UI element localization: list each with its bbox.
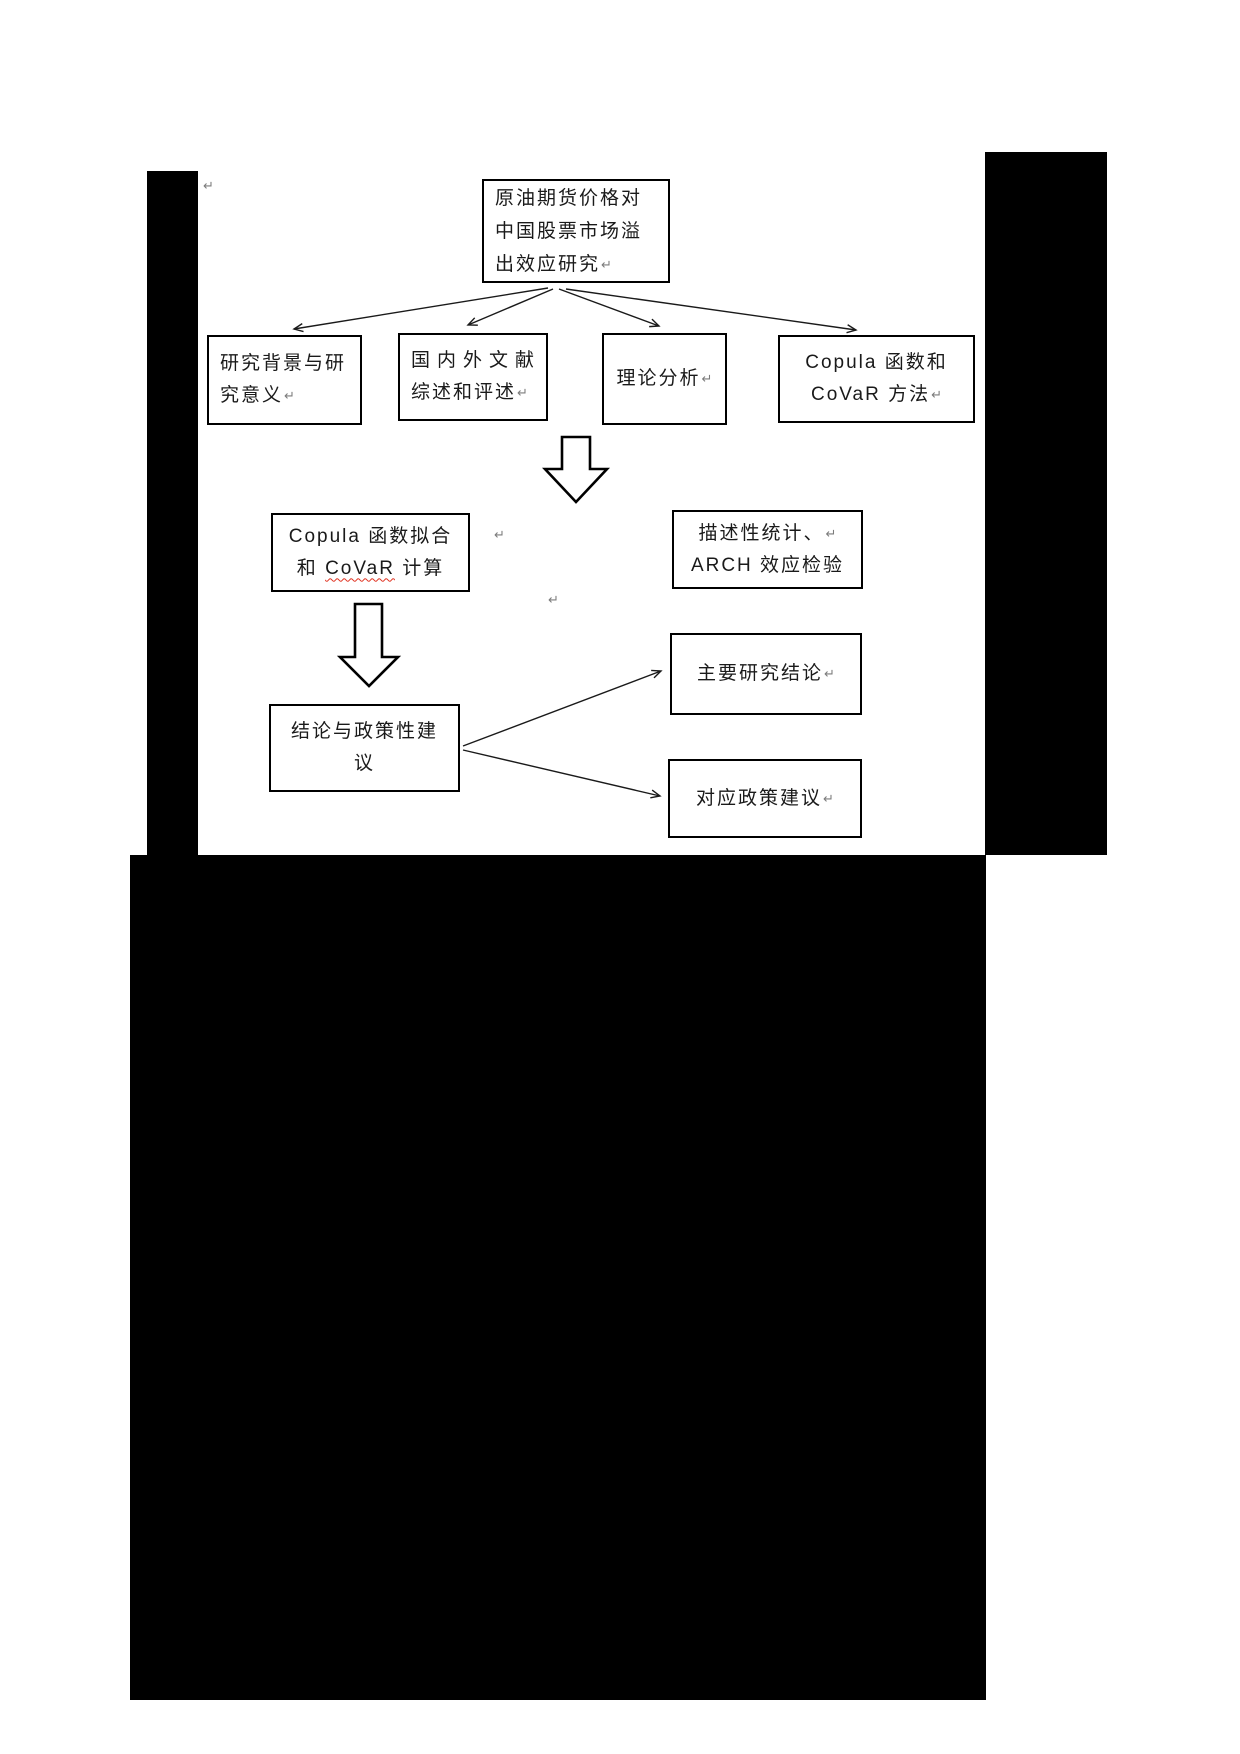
redacted-block-left	[147, 171, 198, 855]
box-copula-fit-covar-calc: Copula 函数拟合 和 CoVaR 计算	[271, 513, 470, 592]
paragraph-mark-icon: ↵	[548, 592, 559, 607]
misspelled-word: CoVaR	[325, 557, 395, 579]
paragraph-mark-icon: ↵	[284, 388, 295, 403]
box-line: 对应政策建议↵	[696, 787, 834, 809]
box-research-background: 研究背景与研 究意义↵	[207, 335, 362, 425]
paragraph-mark-icon: ↵	[823, 790, 834, 806]
box-line: 结论与政策性建	[290, 721, 438, 742]
arrow-title-to-literature	[466, 288, 554, 326]
paragraph-mark-icon: ↵	[701, 371, 713, 386]
block-arrow-down-left	[336, 602, 402, 688]
box-title: 原油期货价格对 中国股票市场溢 出效应研究↵	[482, 179, 670, 283]
box-policy-recommendations: 对应政策建议↵	[668, 759, 862, 838]
box-copula-covar-method: Copula 函数和 CoVaR 方法↵	[778, 335, 975, 423]
box-literature-review: 国内外文献 综述和评述↵	[398, 333, 548, 421]
box-line: 研究背景与研	[220, 353, 347, 374]
arrow-title-to-background	[292, 287, 549, 333]
box-line: CoVaR 方法↵	[810, 384, 943, 405]
paragraph-mark-icon: ↵	[203, 178, 214, 193]
redacted-block-top-right	[985, 152, 1107, 855]
arrow-title-to-theory	[558, 288, 661, 328]
paragraph-mark-icon: ↵	[494, 527, 505, 542]
paragraph-mark-icon: ↵	[825, 525, 837, 541]
box-descriptive-stats-arch: 描述性统计、↵ ARCH 效应检验	[672, 510, 863, 589]
title-line: 中国股票市场溢	[495, 220, 643, 242]
box-line: 主要研究结论↵	[697, 663, 835, 684]
box-line: 国内外文献	[411, 350, 542, 371]
box-line: 理论分析↵	[616, 368, 713, 389]
paragraph-mark-icon: ↵	[601, 256, 612, 272]
title-line: 原油期货价格对	[495, 187, 643, 209]
box-line: 描述性统计、↵	[698, 522, 837, 544]
box-line: Copula 函数拟合	[288, 525, 453, 547]
box-conclusion-policy-suggestions: 结论与政策性建 议	[269, 704, 460, 792]
block-arrow-down-center	[541, 435, 611, 504]
box-line: 议	[353, 753, 375, 774]
arrow-title-to-copula-method	[565, 288, 858, 334]
title-line: 出效应研究↵	[495, 253, 612, 275]
paragraph-mark-icon: ↵	[931, 387, 943, 402]
box-line: 综述和评述↵	[411, 382, 528, 403]
paragraph-mark-icon: ↵	[517, 385, 528, 400]
box-theoretical-analysis: 理论分析↵	[602, 333, 727, 425]
box-line: 和 CoVaR 计算	[296, 557, 445, 579]
paragraph-mark-icon: ↵	[824, 666, 835, 681]
redacted-block-bottom	[130, 855, 986, 1700]
box-line: ARCH 效应检验	[690, 554, 845, 576]
box-line: Copula 函数和	[805, 352, 948, 373]
box-line: 究意义↵	[220, 385, 295, 406]
arrow-conclusion-to-results	[462, 669, 663, 747]
box-main-research-conclusions: 主要研究结论↵	[670, 633, 862, 715]
arrow-conclusion-to-policy	[462, 749, 662, 799]
